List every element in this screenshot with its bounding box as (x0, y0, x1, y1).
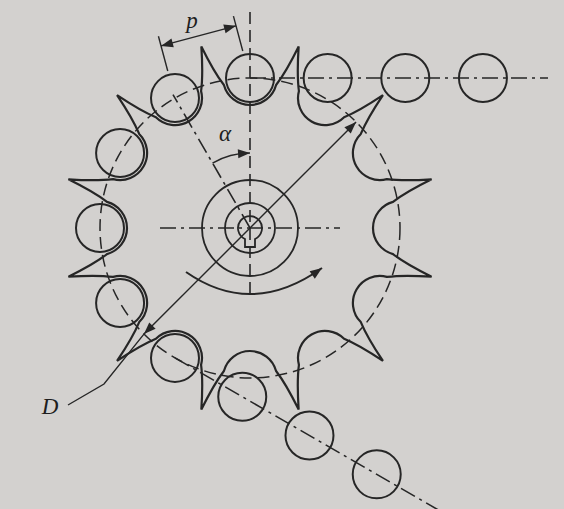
chain-roller (459, 54, 507, 102)
chain-roller (151, 334, 199, 382)
pitch-circle (100, 78, 400, 378)
chain-roller (218, 373, 266, 421)
center-lines (100, 12, 548, 509)
chain-roller (353, 450, 401, 498)
chain-roller (76, 204, 124, 252)
sprocket-wheel (68, 46, 431, 409)
chain-roller (226, 54, 274, 102)
vertical-center-line (249, 12, 251, 300)
leader-line (68, 334, 144, 405)
extension-line (158, 36, 167, 71)
angle-reference-line (173, 95, 250, 228)
sprocket-teeth (68, 46, 431, 409)
dimension-arrow-head (161, 38, 174, 47)
chain-strand-line (175, 358, 487, 509)
chain-roller (96, 129, 144, 177)
rotation-arrow-head (310, 268, 322, 279)
diameter-line (144, 122, 356, 334)
chain-roller (151, 74, 199, 122)
bore-keyway (238, 216, 262, 247)
chain-roller (304, 54, 352, 102)
chain-strand-line (250, 77, 548, 79)
angle-arrow-head (238, 149, 250, 158)
dimension-arrow-head (344, 122, 356, 134)
chain-roller (285, 412, 333, 460)
dimension-symbol: α (219, 122, 231, 145)
chain (76, 54, 507, 498)
dimension-arrow-head (144, 322, 156, 334)
dimension-arrow-head (223, 25, 236, 34)
extension-line (233, 16, 242, 51)
dimension-symbol: D (42, 395, 59, 418)
dimension-symbol: p (186, 9, 198, 32)
dimension-lines (68, 16, 356, 405)
chain-roller (381, 54, 429, 102)
chain-roller (96, 279, 144, 327)
